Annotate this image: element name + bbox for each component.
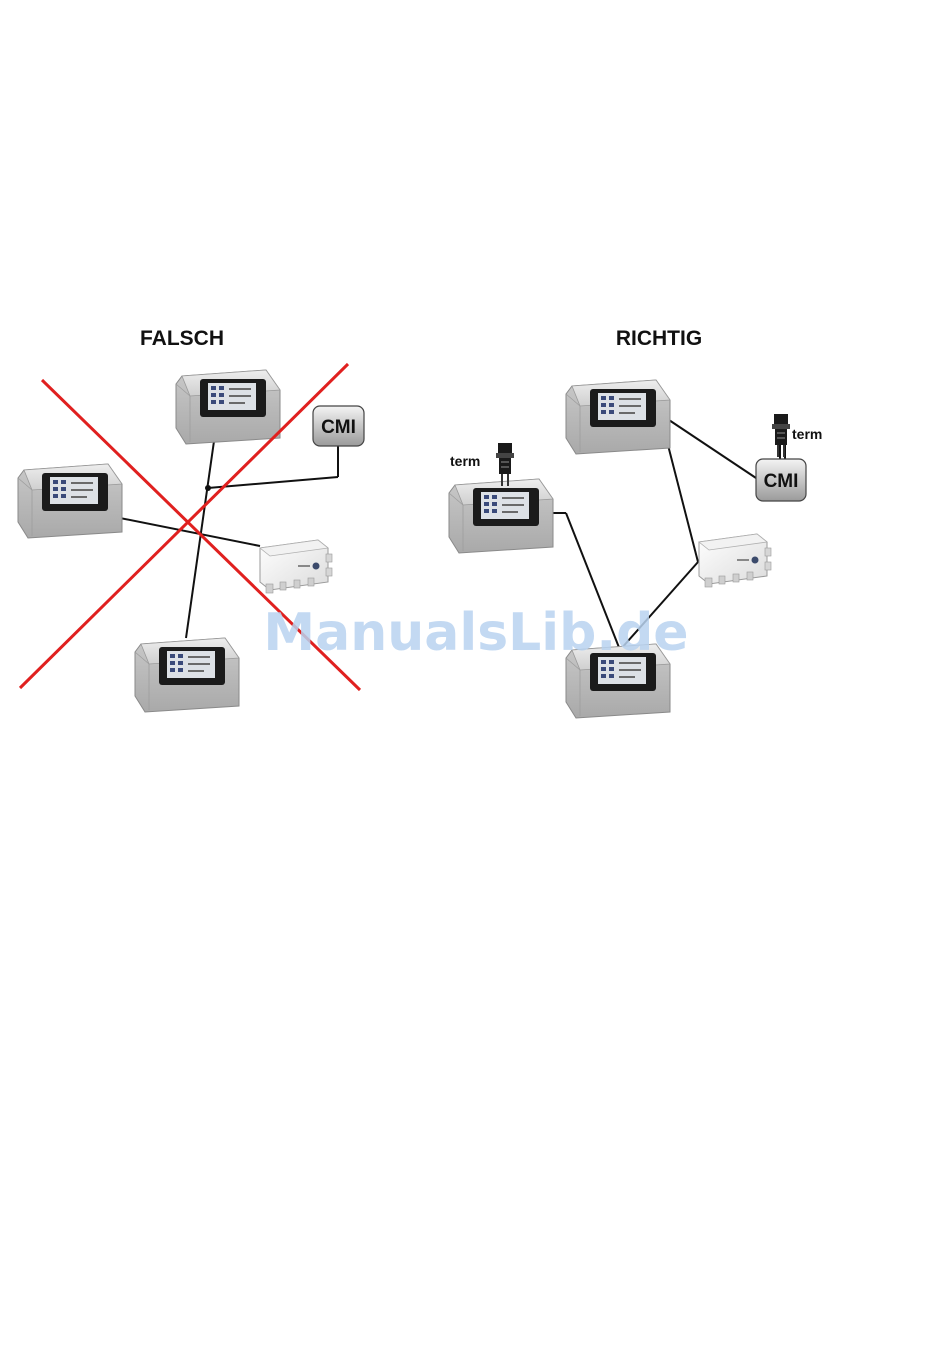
wrong-panel-heading: FALSCH: [140, 327, 224, 350]
terminator-label-left: term: [450, 453, 480, 469]
cmi-box-wrong: CMI: [313, 406, 364, 446]
terminator-label-cmi: term: [792, 426, 822, 442]
cmi-label-wrong: CMI: [321, 417, 356, 438]
cmi-box-right: CMI: [756, 459, 806, 501]
controller-bottom-wrong: [135, 638, 239, 712]
cmi-label-right: CMI: [764, 471, 799, 492]
controller-top-right: [566, 380, 670, 454]
io-module-right: [699, 534, 771, 587]
controller-left-right: [449, 479, 553, 553]
controller-top-wrong: [176, 370, 280, 444]
terminator-plug-left: [496, 443, 514, 486]
right-panel-heading: RICHTIG: [616, 327, 702, 350]
controller-left-wrong: [18, 464, 122, 538]
io-module-wrong: [260, 540, 332, 593]
watermark-text: ManualsLib.de: [263, 603, 688, 663]
